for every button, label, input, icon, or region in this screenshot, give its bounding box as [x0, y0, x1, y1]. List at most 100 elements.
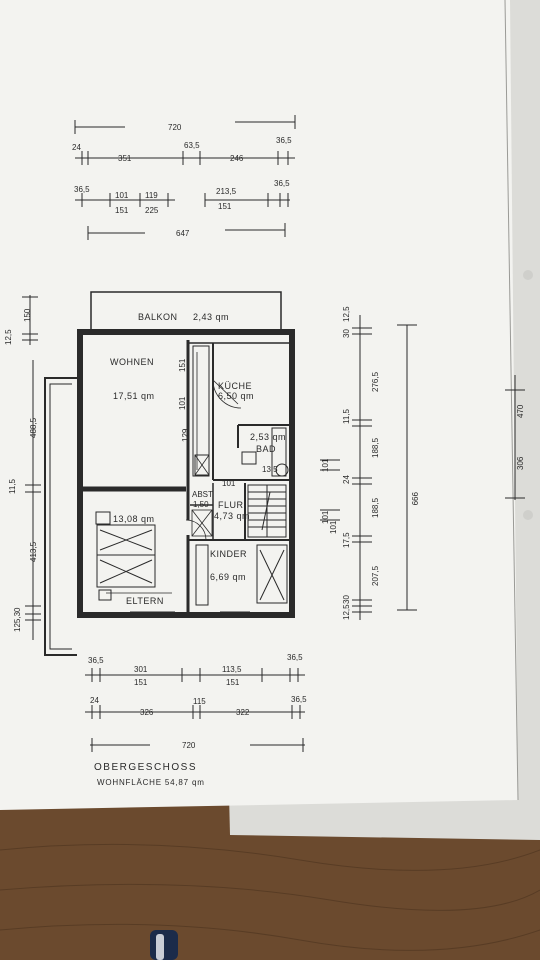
- dim-bottom: 301: [134, 665, 148, 674]
- dim-inner: 13,5: [262, 465, 278, 474]
- dim-right-overall: 999: [410, 492, 419, 506]
- pen-cap: [150, 930, 178, 960]
- dim-right: 276,5: [371, 371, 380, 392]
- dim-right: 207,5: [371, 565, 380, 586]
- room-name-balkon: BALKON: [138, 312, 178, 322]
- dim-bottom: 151: [226, 678, 240, 687]
- dim-right: 11,5: [342, 408, 351, 424]
- dim-top-overall: 720: [168, 123, 182, 132]
- room-name-flur: FLUR: [218, 500, 244, 510]
- dim-top: 647: [176, 229, 190, 238]
- dim-bottom: 36,5: [88, 656, 104, 665]
- dim-right: 12,5: [342, 306, 351, 322]
- room-area-kueche: 6,50 qm: [218, 391, 254, 401]
- dim-bottom: 322: [236, 708, 250, 717]
- room-labels: BALKON 2,43 qm WOHNEN 17,51 qm KÜCHE 6,5…: [110, 312, 286, 606]
- room-name-abst: ABST.: [192, 490, 214, 499]
- room-area-flur: 4,73 qm: [214, 511, 250, 521]
- room-area-abst: 1,50: [193, 500, 209, 509]
- dim-right: 17,5: [342, 532, 351, 548]
- stairs: [247, 484, 287, 538]
- dim-top: 246: [230, 154, 244, 163]
- top-dimensions: [74, 115, 296, 240]
- dim-top: 63,5: [184, 141, 200, 150]
- wood-grain: [0, 843, 540, 951]
- interior-walls: [83, 340, 289, 612]
- room-name-eltern: ELTERN: [126, 596, 164, 606]
- dim-top: 24: [72, 143, 81, 152]
- punch-hole: [523, 270, 533, 280]
- kinder-desk: [195, 544, 209, 606]
- plan-title: OBERGESCHOSS: [94, 762, 197, 773]
- kitchen-door-swing: [212, 379, 242, 409]
- flur-cupboard: [191, 509, 213, 537]
- dim-bottom: 24: [90, 696, 99, 705]
- dim-top: 101: [115, 191, 129, 200]
- room-name-wohnen: WOHNEN: [110, 357, 154, 367]
- right-dimensions: [320, 315, 525, 620]
- dim-top: 119: [145, 191, 158, 200]
- dim-left: 12,5: [4, 329, 13, 345]
- dim-right: 24: [342, 475, 351, 484]
- dim-far-right: 470: [516, 404, 525, 418]
- plan-subtitle: WOHNFLÄCHE 54,87 qm: [97, 778, 205, 787]
- dim-right: 12,5: [342, 604, 351, 620]
- dim-bottom: 36,5: [291, 695, 307, 704]
- left-dimensions: [22, 295, 41, 640]
- dim-right: 101: [321, 510, 330, 524]
- dim-left: 488,5: [29, 417, 38, 438]
- dim-bottom: 151: [134, 678, 148, 687]
- left-dimension-labels: 12,5 150 488,5 11,5 413,5 125,30: [4, 308, 38, 632]
- kitchen-counter: [192, 345, 210, 477]
- dim-far-right: 306: [516, 456, 525, 470]
- dim-bottom: 36,5: [287, 653, 303, 662]
- dim-right: 188,5: [371, 437, 380, 458]
- dim-right: 30: [342, 329, 351, 338]
- dim-top: 36,5: [74, 185, 90, 194]
- flur-door-swing: [185, 519, 207, 541]
- kitchen-stove: [194, 454, 210, 476]
- dim-bottom-overall: 720: [182, 741, 196, 750]
- dim-inner: 101: [222, 479, 236, 488]
- dim-bottom: 113,5: [222, 665, 242, 674]
- dim-top: 36,5: [276, 136, 292, 145]
- room-name-kueche: KÜCHE: [218, 381, 252, 391]
- dim-inner: 151: [178, 358, 187, 372]
- dim-right: 101: [321, 458, 330, 472]
- toilet: [275, 463, 289, 477]
- dim-top: 36,5: [274, 179, 290, 188]
- dim-inner: 101: [178, 396, 187, 410]
- dim-left: 413,5: [29, 541, 38, 562]
- room-area-wohnen: 17,51 qm: [113, 391, 155, 401]
- double-bed: [96, 524, 156, 588]
- floor-plan-paper: [0, 0, 518, 810]
- bath-sink: [241, 451, 257, 465]
- right-dimension-labels: 30 12,5 276,5 11,5 188,5 101 24 101 188,…: [321, 306, 525, 620]
- room-area-bad: 2,53 qm: [250, 432, 286, 442]
- room-area-eltern: 13,08 qm: [113, 514, 155, 524]
- paper-edge: [504, 0, 519, 801]
- single-bed: [256, 544, 288, 604]
- dim-right: 188,5: [371, 497, 380, 518]
- dim-left: 125,30: [13, 607, 22, 632]
- wardrobe: [95, 511, 111, 525]
- dim-right: 30: [342, 595, 351, 604]
- floor-plan: [44, 291, 295, 656]
- bottom-dimensions: [85, 668, 305, 752]
- dim-bottom: 115: [193, 697, 206, 706]
- bathtub: [271, 427, 287, 477]
- room-name-kinder: KINDER: [210, 549, 247, 559]
- dim-top: 151: [115, 206, 129, 215]
- dim-top: 151: [218, 202, 232, 211]
- nightstand: [98, 589, 112, 601]
- dim-top: 225: [145, 206, 159, 215]
- dim-top: 213,5: [216, 187, 237, 196]
- punch-hole: [523, 510, 533, 520]
- dim-left: 11,5: [8, 478, 17, 494]
- dim-inner: 129: [181, 428, 190, 442]
- dim-left: 150: [23, 308, 32, 322]
- dim-top: 351: [118, 154, 132, 163]
- room-area-balkon: 2,43 qm: [193, 312, 229, 322]
- dim-right: 101: [329, 520, 338, 534]
